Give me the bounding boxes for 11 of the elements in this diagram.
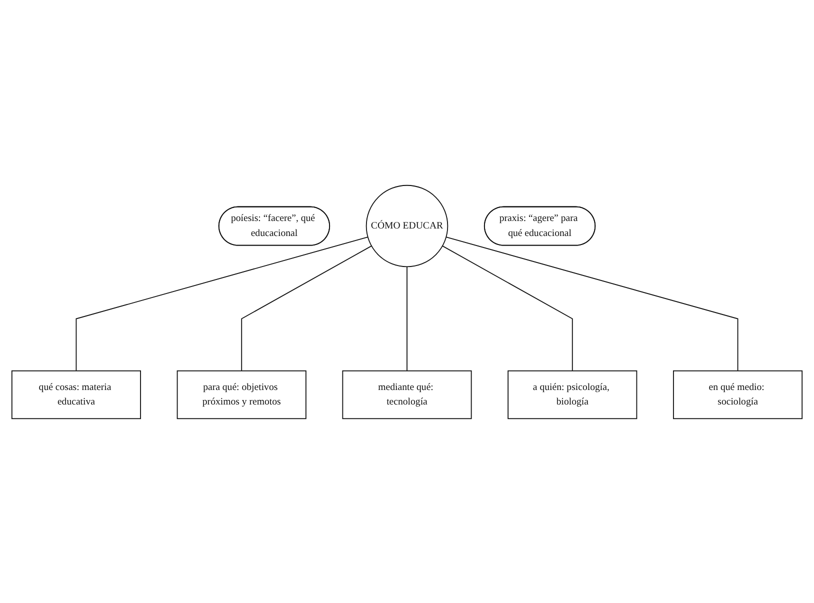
connector <box>406 266 408 371</box>
connector <box>241 244 372 371</box>
node-box: en qué medio: sociología <box>673 370 803 419</box>
connector <box>76 236 368 371</box>
node-box: qué cosas: materia educativa <box>11 370 141 419</box>
connector <box>442 244 573 371</box>
connector <box>446 236 738 371</box>
node-circle: CÓMO EDUCAR <box>366 184 448 267</box>
node-box: para qué: objetivos próximos y remotos <box>176 370 306 419</box>
node-box: mediante qué: tecnología <box>342 370 472 419</box>
node-box: a quién: psicología, biología <box>508 370 638 419</box>
